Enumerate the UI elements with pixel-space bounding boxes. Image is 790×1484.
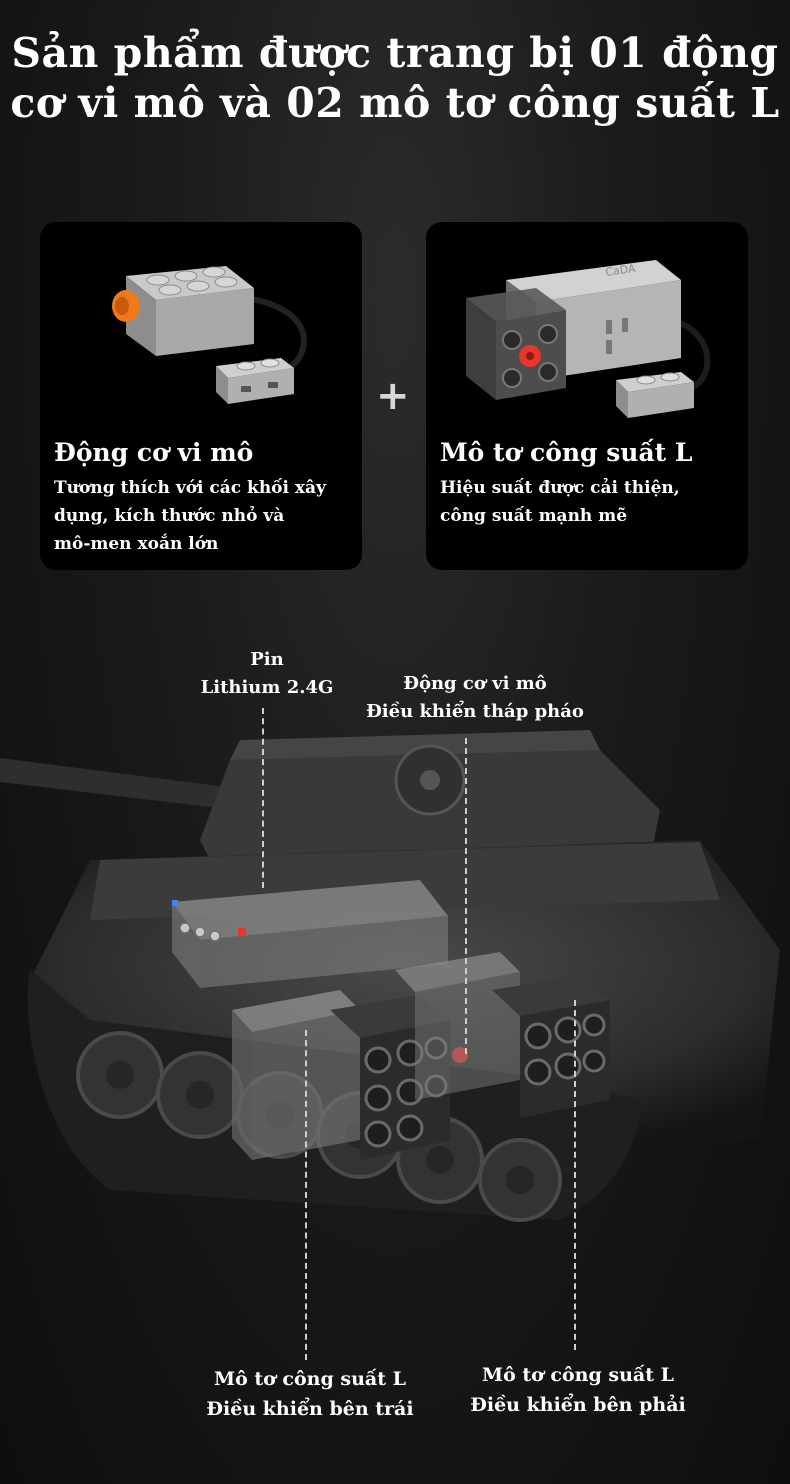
card-desc-line: mô-men xoắn lớn	[54, 534, 219, 554]
plus-icon: +	[376, 373, 410, 419]
micro-motor-card: Động cơ vi mô Tương thích với các khối x…	[40, 222, 362, 570]
title-line-2: cơ vi mô và 02 mô tơ công suất L	[10, 79, 780, 127]
page-title: Sản phẩm được trang bị 01 động cơ vi mô …	[0, 28, 790, 128]
micro-motor-illustration	[112, 266, 307, 404]
card-description: Hiệu suất được cải thiện, công suất mạnh…	[440, 474, 740, 530]
callout-line: Điều khiển bên phải	[470, 1394, 686, 1416]
left-motor-callout-line	[305, 1030, 307, 1360]
card-description: Tương thích với các khối xây dụng, kích …	[54, 474, 354, 558]
callout-line: Mô tơ công suất L	[214, 1368, 406, 1390]
card-desc-line: dụng, kích thước nhỏ và	[54, 506, 285, 526]
motor-brand-text: CaDA	[605, 262, 637, 279]
callout-line: Pin	[250, 649, 284, 670]
left-motor-callout: Mô tơ công suất L Điều khiển bên trái	[180, 1364, 440, 1424]
callout-line: Mô tơ công suất L	[482, 1364, 674, 1386]
card-desc-line: công suất mạnh mẽ	[440, 506, 628, 526]
callout-line: Động cơ vi mô	[403, 673, 547, 694]
tank-illustration	[0, 730, 780, 1222]
card-title: Mô tơ công suất L	[440, 438, 693, 467]
right-motor-callout: Mô tơ công suất L Điều khiển bên phải	[448, 1360, 708, 1420]
l-motor-card: CaDA Mô tơ công suất L Hiệu suất được cả…	[426, 222, 748, 570]
l-motor-illustration: CaDA	[466, 260, 711, 418]
callout-line: Lithium 2.4G	[200, 677, 334, 698]
card-desc-line: Tương thích với các khối xây	[54, 478, 326, 498]
title-line-1: Sản phẩm được trang bị 01 động	[11, 29, 779, 77]
micro-motor-callout-line	[465, 738, 467, 1054]
right-motor-callout-line	[574, 1000, 576, 1350]
card-desc-line: Hiệu suất được cải thiện,	[440, 478, 680, 498]
micro-motor-callout: Động cơ vi mô Điều khiển tháp pháo	[345, 670, 605, 726]
card-title: Động cơ vi mô	[54, 438, 254, 467]
callout-line: Điều khiển tháp pháo	[366, 701, 584, 722]
battery-callout: Pin Lithium 2.4G	[172, 646, 362, 702]
battery-callout-line	[262, 708, 264, 888]
callout-line: Điều khiển bên trái	[206, 1398, 414, 1420]
